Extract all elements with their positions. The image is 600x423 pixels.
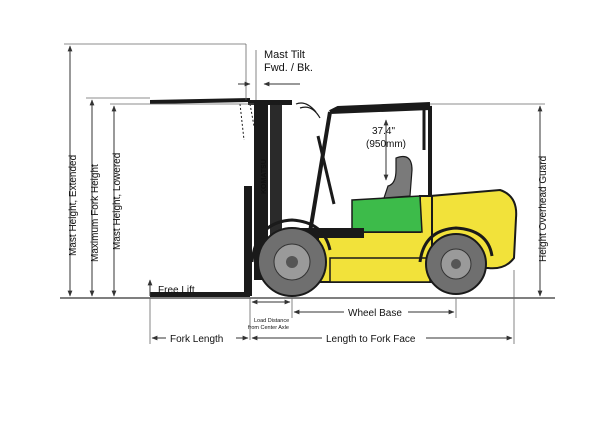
mast-height-lowered-label: Mast Height, Lowered	[112, 153, 123, 250]
fork-length-label-bg	[166, 331, 236, 345]
lower-body-strip	[329, 257, 431, 283]
max-fork-height-label: Maximum Fork Height	[90, 164, 101, 262]
frame-bar	[300, 228, 364, 238]
length-to-fork-face-label-bg	[322, 331, 426, 345]
wheel-base-label-bg	[344, 305, 408, 319]
raised-fork	[150, 98, 250, 104]
load-distance-label-line2: from Center Axle	[248, 325, 289, 331]
mast-hoses	[295, 102, 321, 119]
brand-label: KOMATSU	[261, 159, 268, 194]
fork-carriage	[244, 186, 252, 296]
operator-seat	[383, 155, 413, 199]
fork-blade	[150, 292, 250, 297]
forklift-illustration: KOMATSU	[150, 98, 518, 297]
front-tire	[257, 227, 327, 297]
seat-base	[351, 195, 423, 233]
mast-outer	[254, 100, 268, 280]
free-lift-label: Free Lift	[158, 285, 195, 296]
seat-height-label: 37.4"	[372, 126, 395, 137]
mast-crossbar	[248, 100, 292, 105]
mast-tilt-label-line2: Fwd. / Bk.	[264, 62, 313, 74]
steering-column	[316, 135, 336, 205]
length-to-fork-face-label: Length to Fork Face	[326, 334, 416, 345]
rear-tire	[425, 233, 487, 295]
rear-fender	[418, 226, 494, 263]
front-fender	[250, 218, 332, 263]
height-overhead-guard-label: Height Overhead Guard	[538, 156, 549, 262]
load-distance-label-line1: Load Distance	[254, 318, 289, 324]
wheel-base-label: Wheel Base	[348, 308, 402, 319]
mast-tilt-label-line1: Mast Tilt	[264, 49, 305, 61]
raised-fork-ghost	[239, 103, 255, 141]
mast-height-extended-label: Mast Height, Extended	[68, 155, 79, 256]
overhead-guard	[308, 102, 432, 233]
fork-length-label: Fork Length	[170, 334, 223, 345]
